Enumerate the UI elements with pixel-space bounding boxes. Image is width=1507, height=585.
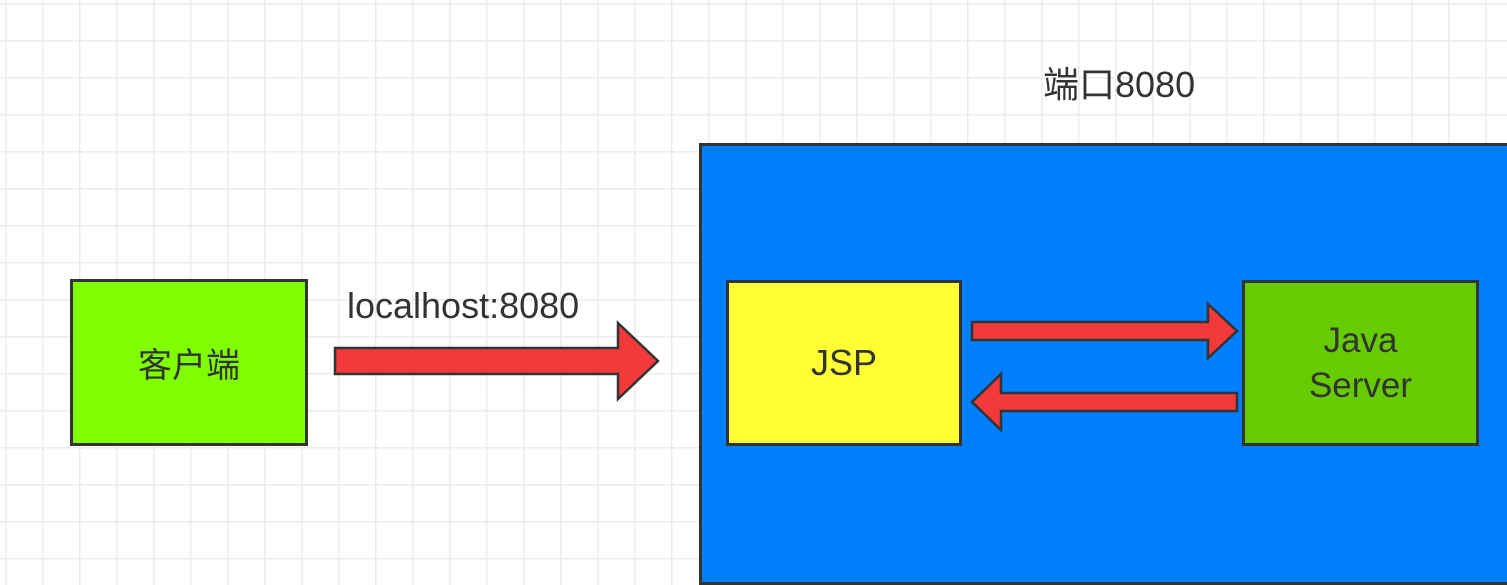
- java-server-node: Java Server: [1242, 280, 1479, 446]
- jsp-node: JSP: [726, 280, 962, 446]
- java-server-label-line2: Server: [1308, 366, 1413, 405]
- port-label: 端口8080: [1043, 64, 1196, 105]
- url-label: localhost:8080: [347, 285, 580, 326]
- jsp-to-java-arrow: [970, 301, 1239, 361]
- java-server-label-line1: Java: [1323, 320, 1398, 360]
- client-to-server-arrow: [333, 320, 660, 402]
- java-to-jsp-arrow: [970, 371, 1239, 433]
- client-node: 客户端: [70, 279, 308, 446]
- client-label: 客户端: [138, 346, 240, 386]
- jsp-label: JSP: [810, 342, 878, 383]
